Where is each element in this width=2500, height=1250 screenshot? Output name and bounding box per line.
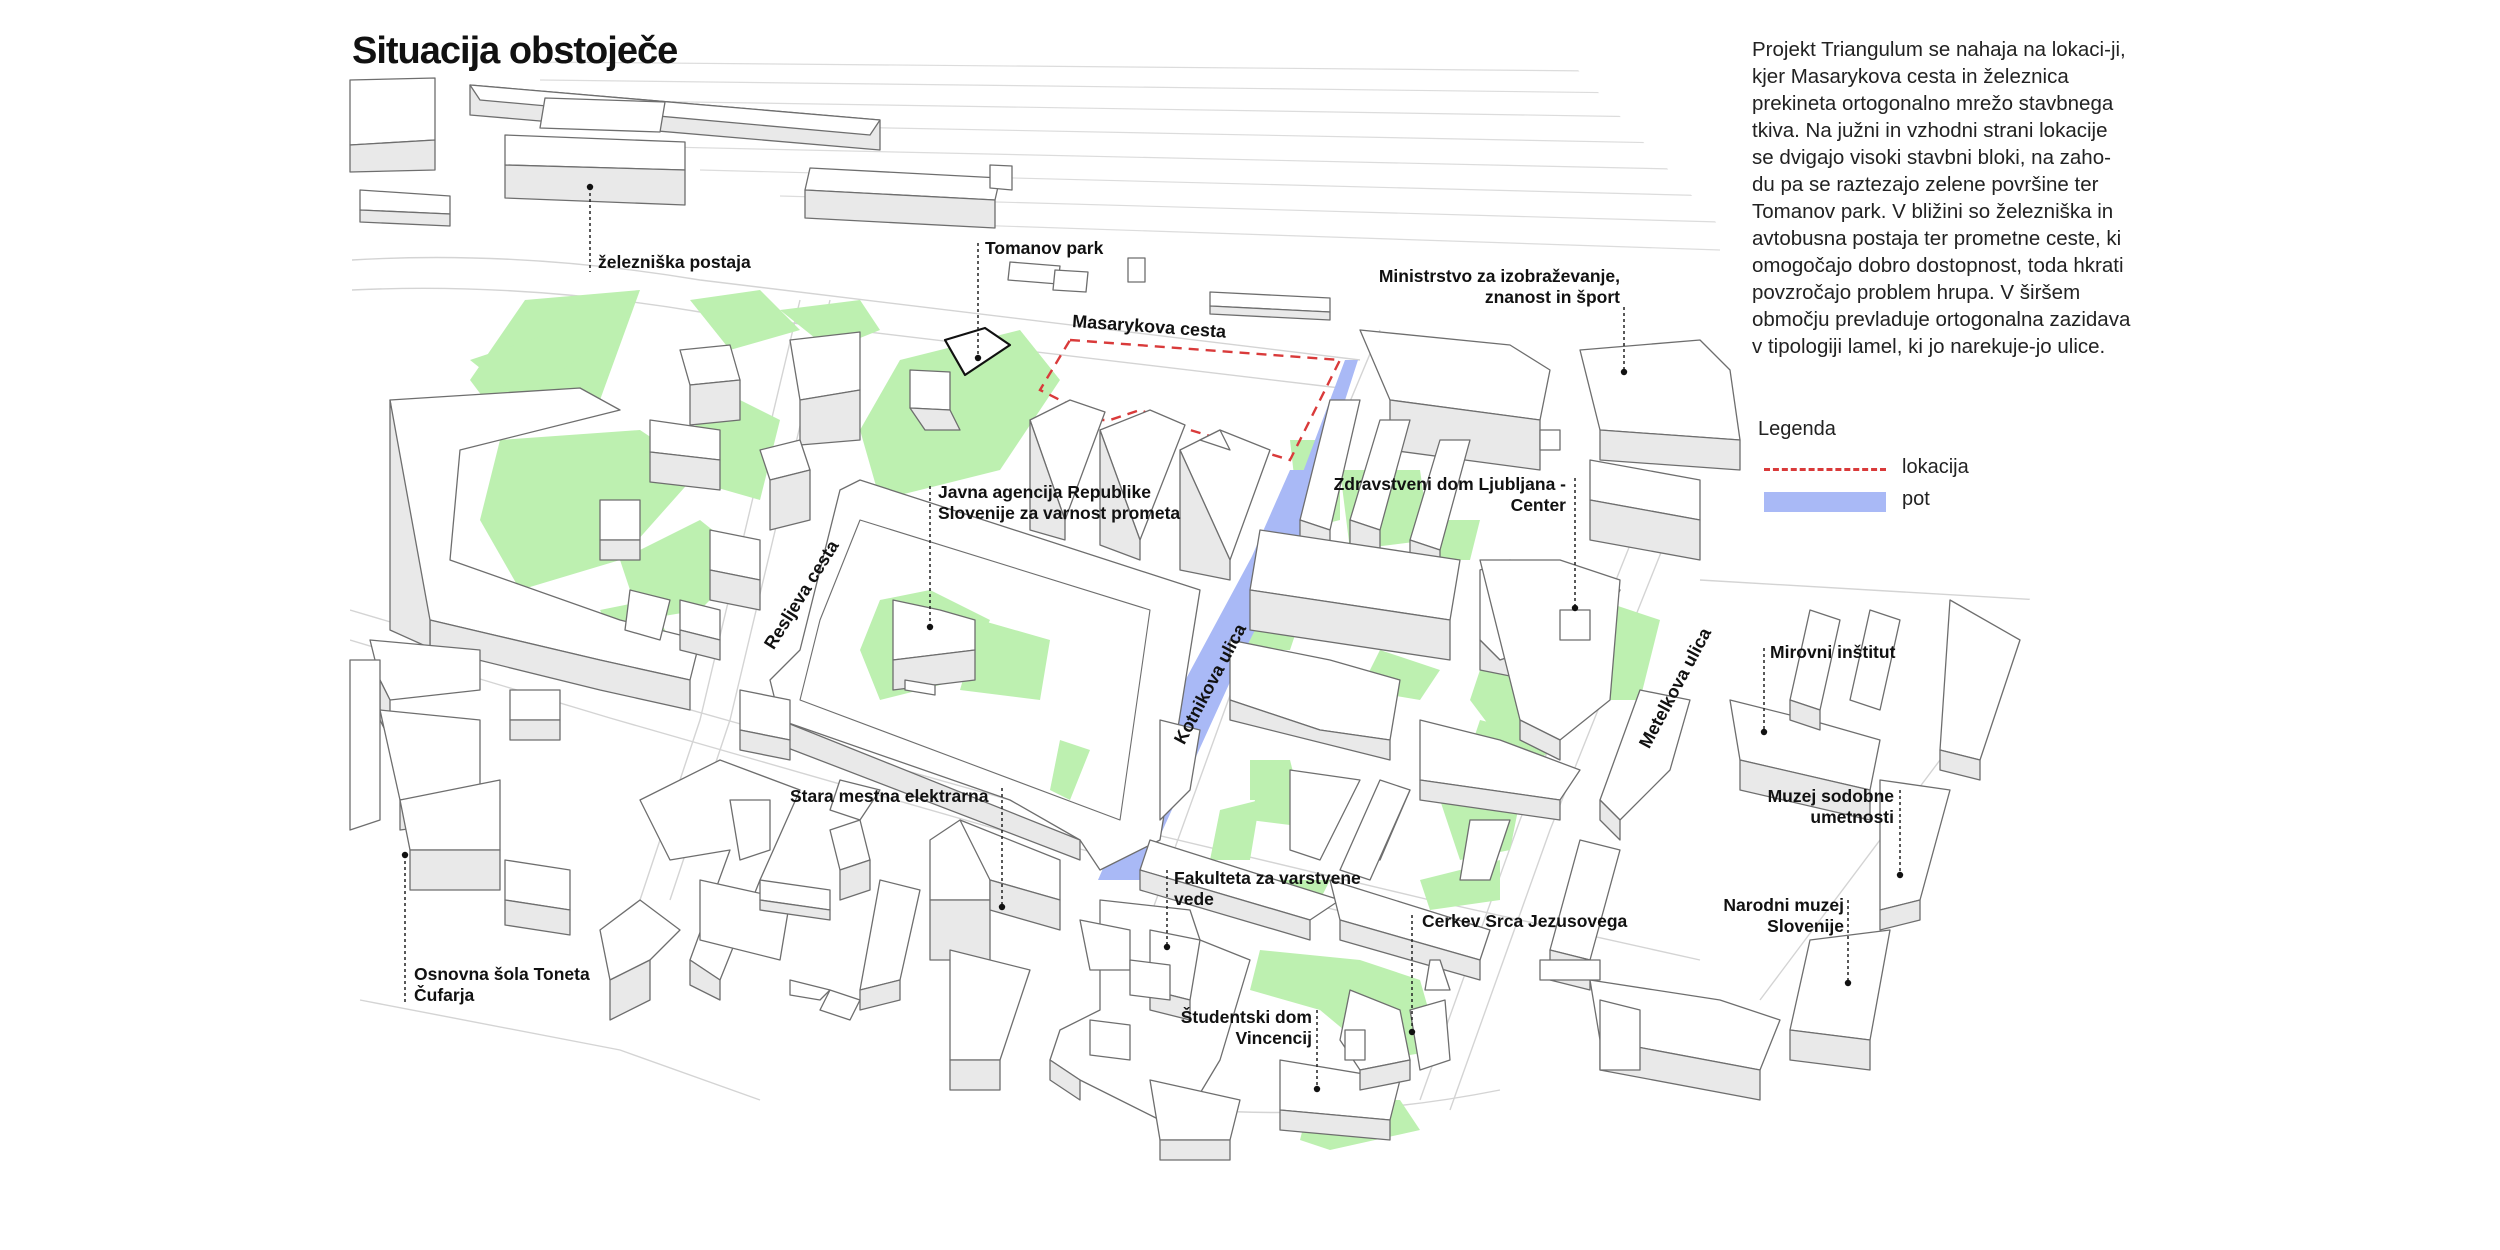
place-label-stara-mestna-elektrarna: Stara mestna elektrarna <box>790 786 988 807</box>
place-label-text: Narodni muzej <box>1723 895 1844 915</box>
location-marker <box>1620 368 1628 376</box>
place-label-ministrstvo: Ministrstvo za izobraževanje,znanost in … <box>1370 266 1620 308</box>
place-label-text: Osnovna šola Toneta <box>414 964 590 984</box>
location-marker <box>974 354 982 362</box>
place-label-text: Stara mestna elektrarna <box>790 786 989 806</box>
location-marker <box>586 183 594 191</box>
legend-swatch-filled-band <box>1764 492 1886 512</box>
place-label-text: Mirovni inštitut <box>1770 642 1896 662</box>
place-label-cerkev-srca-jezusovega: Cerkev Srca Jezusovega <box>1422 911 1627 932</box>
location-marker <box>1313 1085 1321 1093</box>
place-label-text: Tomanov park <box>985 238 1104 258</box>
legend: Legenda lokacija pot <box>1758 418 2018 512</box>
place-label-mirovni-institut: Mirovni inštitut <box>1770 642 1895 663</box>
place-label-text: znanost in šport <box>1484 287 1620 307</box>
place-label-text: umetnosti <box>1810 807 1894 827</box>
legend-item-lokacija: lokacija <box>1764 456 2004 482</box>
location-marker <box>1571 604 1579 612</box>
place-label-text: Slovenije za varnost prometa <box>938 503 1181 523</box>
place-label-text: Zdravstveni dom Ljubljana - <box>1333 474 1566 494</box>
place-label-text: Center <box>1510 495 1566 515</box>
place-label-zdravstveni-dom: Zdravstveni dom Ljubljana -Center <box>1320 474 1566 516</box>
legend-label: lokacija <box>1902 456 1969 478</box>
location-marker <box>998 903 1006 911</box>
legend-title: Legenda <box>1758 418 1836 440</box>
place-label-zelezniska-postaja: železniška postaja <box>598 252 751 273</box>
buildings <box>349 77 2021 1161</box>
location-marker <box>926 623 934 631</box>
place-label-text: Slovenije <box>1767 916 1844 936</box>
location-marker <box>1760 728 1768 736</box>
place-label-text: Fakulteta za varstvene <box>1174 868 1361 888</box>
location-marker <box>401 851 409 859</box>
place-label-text: Vincencij <box>1235 1028 1312 1048</box>
place-label-text: železniška postaja <box>598 252 751 272</box>
location-marker <box>1408 1028 1416 1036</box>
place-label-text: Javna agencija Republike <box>938 482 1152 502</box>
location-marker <box>1163 943 1171 951</box>
project-description: Projekt Triangulum se nahaja na lokaci-j… <box>1752 38 2131 358</box>
legend-swatch-dashed-line <box>1764 468 1886 471</box>
place-label-text: Muzej sodobne <box>1767 786 1894 806</box>
place-label-text: vede <box>1174 889 1214 909</box>
legend-item-pot: pot <box>1764 488 2004 514</box>
site-boundary <box>1038 338 1342 462</box>
place-label-text: Študentski dom <box>1180 1007 1312 1027</box>
location-marker <box>1896 871 1904 879</box>
map-title: Situacija obstoječe <box>352 30 678 72</box>
place-label-text: Ministrstvo za izobraževanje, <box>1378 266 1620 286</box>
place-label-text: Čufarja <box>414 985 475 1005</box>
legend-label: pot <box>1902 488 1930 510</box>
place-label-text: Cerkev Srca Jezusovega <box>1422 911 1628 931</box>
location-marker <box>1844 979 1852 987</box>
place-label-tomanov-park: Tomanov park <box>985 238 1103 259</box>
